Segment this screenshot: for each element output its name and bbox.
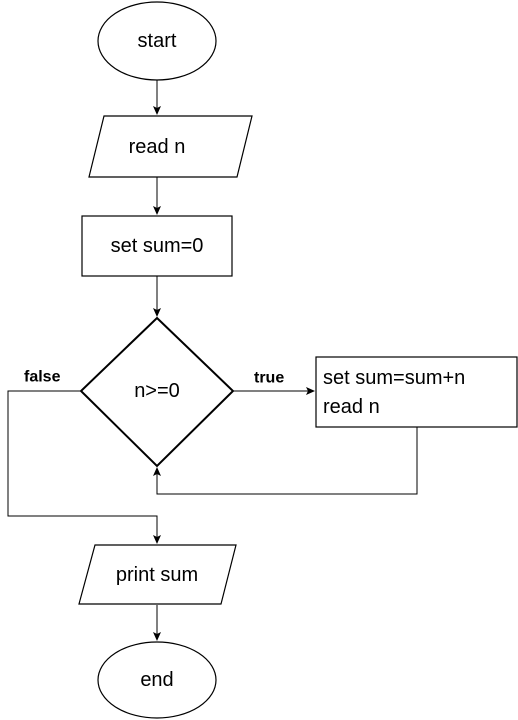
read-n-node-label: read n [129,136,186,158]
edge-false-branch [7,390,161,544]
read-n-node: read n [88,115,253,178]
end-node: end [97,641,217,719]
condition-node: n>=0 [79,316,235,468]
start-node-label: start [138,30,177,52]
false-edge-label: false [24,369,61,386]
edge-loop-back [153,427,418,495]
condition-node-label: n>=0 [134,380,180,402]
end-node-label: end [140,669,173,691]
start-node: start [97,1,217,81]
loop-body-line-1: set sum=sum+n [323,367,465,389]
init-sum-node-label: set sum=0 [111,235,204,257]
print-sum-node-label: print sum [116,564,198,586]
loop-body-line-2: read n [323,396,380,418]
true-edge-label: true [254,370,284,387]
print-sum-node: print sum [78,544,237,605]
init-sum-node: set sum=0 [81,215,233,277]
loop-body-node: set sum=sum+n read n [315,356,518,428]
